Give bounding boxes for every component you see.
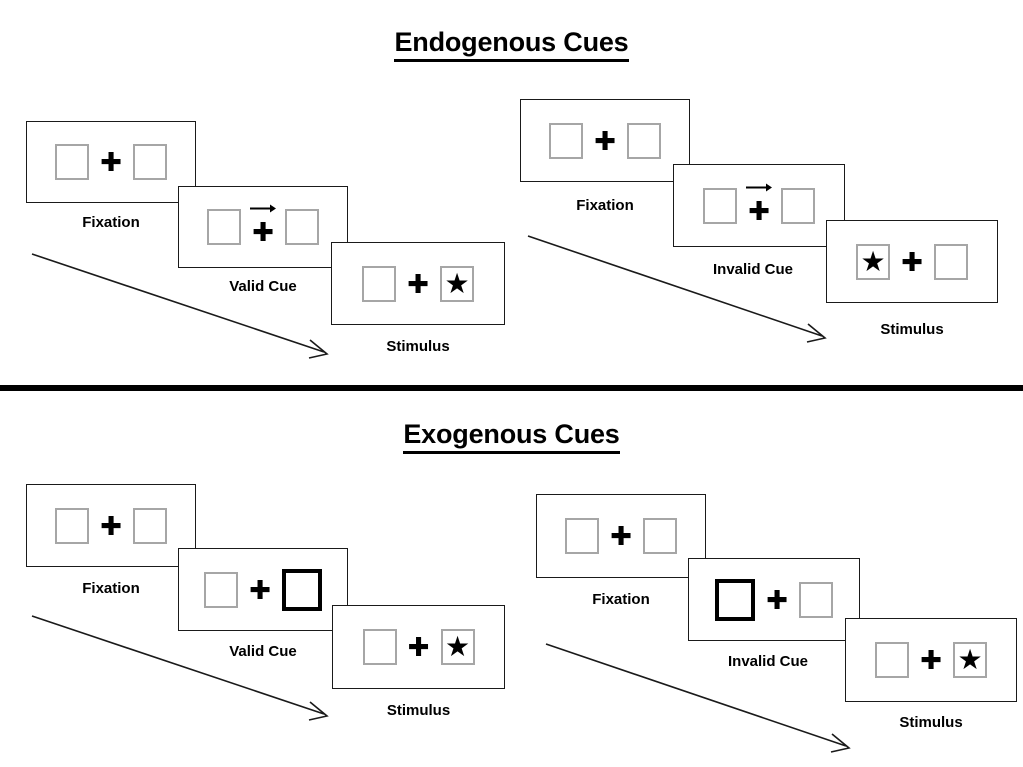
right-placeholder-box xyxy=(133,144,167,180)
frame-content: ✚ ★ xyxy=(332,243,504,324)
frame-endogenous-invalid-cue: ✚ xyxy=(673,164,845,247)
star-target-icon: ★ xyxy=(444,267,470,299)
fixation-center: ✚ xyxy=(599,510,643,562)
right-placeholder-box xyxy=(285,209,319,245)
section-divider xyxy=(0,385,1023,391)
right-placeholder-box xyxy=(934,243,968,280)
frame-content: ✚ xyxy=(521,100,689,181)
frame-exogenous-valid-cue: ✚ xyxy=(178,548,348,631)
fixation-center: ✚ xyxy=(396,258,440,310)
section-title-endogenous: Endogenous Cues xyxy=(0,27,1023,62)
left-placeholder-box xyxy=(362,629,397,665)
frame-content: ✚ xyxy=(689,559,859,640)
right-placeholder-box xyxy=(133,507,167,544)
left-placeholder-box xyxy=(204,571,238,608)
stage-label-exogenous-invalid-fixation: Fixation xyxy=(592,591,650,608)
frame-content: ✚ ★ xyxy=(846,619,1016,701)
fixation-cross-icon: ✚ xyxy=(594,126,616,157)
left-placeholder-box xyxy=(55,507,89,544)
stage-label-endogenous-invalid-fixation: Fixation xyxy=(576,197,634,214)
fixation-cross-icon: ✚ xyxy=(901,247,923,278)
right-placeholder-box: ★ xyxy=(440,629,475,665)
stage-label-exogenous-valid-fixation: Fixation xyxy=(82,580,140,597)
frame-exogenous-invalid-fixation: ✚ xyxy=(536,494,706,578)
frame-endogenous-valid-fixation: ✚ xyxy=(26,121,196,203)
left-placeholder-box xyxy=(549,122,583,159)
frame-exogenous-invalid-cue: ✚ xyxy=(688,558,860,641)
fixation-center: ✚ xyxy=(755,574,799,626)
fixation-center: ✚ xyxy=(583,115,627,167)
frame-content: ✚ xyxy=(537,495,705,577)
fixation-center: ✚ xyxy=(397,621,441,673)
right-placeholder-box xyxy=(781,187,815,224)
left-placeholder-box xyxy=(362,265,396,302)
left-placeholder-box: ★ xyxy=(856,243,890,280)
fixation-cross-icon: ✚ xyxy=(407,633,430,663)
stage-label-endogenous-valid-stimulus: Stimulus xyxy=(386,338,450,355)
fixation-cross-icon: ✚ xyxy=(249,575,271,606)
left-placeholder-box-cued xyxy=(715,578,755,621)
star-target-icon: ★ xyxy=(860,245,886,277)
right-placeholder-box xyxy=(643,518,677,554)
right-placeholder-box-cued xyxy=(282,568,322,611)
stage-label-exogenous-valid-cue: Valid Cue xyxy=(229,643,297,660)
fixation-cross-icon: ✚ xyxy=(252,218,274,248)
frame-endogenous-valid-cue: ✚ xyxy=(178,186,348,268)
fixation-center: ✚ xyxy=(909,634,953,686)
section-title-exogenous-text: Exogenous Cues xyxy=(403,419,620,454)
left-placeholder-box xyxy=(55,144,89,180)
stage-label-exogenous-valid-stimulus: Stimulus xyxy=(386,702,451,719)
stage-label-exogenous-invalid-stimulus: Stimulus xyxy=(899,714,963,731)
fixation-center: ✚ xyxy=(89,500,133,552)
fixation-cross-icon: ✚ xyxy=(407,269,429,300)
stage-label-endogenous-invalid-cue: Invalid Cue xyxy=(712,261,794,278)
stage-label-endogenous-valid-fixation: Fixation xyxy=(82,214,140,231)
frame-content: ✚ xyxy=(674,165,844,246)
left-placeholder-box xyxy=(207,209,241,245)
frame-endogenous-invalid-stimulus: ★ ✚ xyxy=(826,220,998,303)
fixation-center: ✚ xyxy=(737,180,781,232)
fixation-cross-icon: ✚ xyxy=(766,585,788,616)
left-placeholder-box xyxy=(875,642,909,678)
right-placeholder-box: ★ xyxy=(953,642,987,678)
stage-label-endogenous-invalid-stimulus: Stimulus xyxy=(880,321,944,338)
right-placeholder-box xyxy=(627,122,661,159)
flow-arrow-exogenous-valid xyxy=(31,615,329,721)
frame-content: ✚ xyxy=(179,187,347,267)
flow-arrow-endogenous-valid xyxy=(31,253,329,359)
fixation-center: ✚ xyxy=(241,201,285,253)
fixation-center: ✚ xyxy=(238,564,282,616)
fixation-center: ✚ xyxy=(89,136,133,188)
frame-content: ★ ✚ xyxy=(827,221,997,302)
frame-exogenous-invalid-stimulus: ✚ ★ xyxy=(845,618,1017,702)
left-placeholder-box xyxy=(703,187,737,224)
fixation-cross-icon: ✚ xyxy=(610,522,632,552)
section-title-exogenous: Exogenous Cues xyxy=(0,419,1023,454)
frame-content: ✚ xyxy=(27,122,195,202)
flow-arrow-endogenous-invalid xyxy=(527,235,827,343)
right-placeholder-box: ★ xyxy=(440,265,474,302)
fixation-cross-icon: ✚ xyxy=(100,148,122,178)
star-target-icon: ★ xyxy=(444,631,471,662)
frame-content: ✚ xyxy=(27,485,195,566)
frame-exogenous-valid-stimulus: ✚ ★ xyxy=(332,605,505,689)
left-placeholder-box xyxy=(565,518,599,554)
fixation-cross-icon: ✚ xyxy=(920,646,942,676)
flow-arrow-exogenous-invalid xyxy=(545,643,851,753)
fixation-center: ✚ xyxy=(890,236,934,288)
frame-endogenous-valid-stimulus: ✚ ★ xyxy=(331,242,505,325)
stage-label-exogenous-invalid-cue: Invalid Cue xyxy=(727,653,809,670)
stage-label-endogenous-valid-cue: Valid Cue xyxy=(229,278,297,295)
star-target-icon: ★ xyxy=(957,644,983,675)
frame-endogenous-invalid-fixation: ✚ xyxy=(520,99,690,182)
frame-content: ✚ ★ xyxy=(333,606,504,688)
arrow-right-cue-icon xyxy=(250,204,276,213)
right-placeholder-box xyxy=(799,581,833,618)
frame-content: ✚ xyxy=(179,549,347,630)
section-title-endogenous-text: Endogenous Cues xyxy=(394,27,629,62)
fixation-cross-icon: ✚ xyxy=(100,511,122,542)
frame-exogenous-valid-fixation: ✚ xyxy=(26,484,196,567)
fixation-cross-icon: ✚ xyxy=(748,196,770,227)
arrow-right-cue-icon xyxy=(746,183,772,191)
